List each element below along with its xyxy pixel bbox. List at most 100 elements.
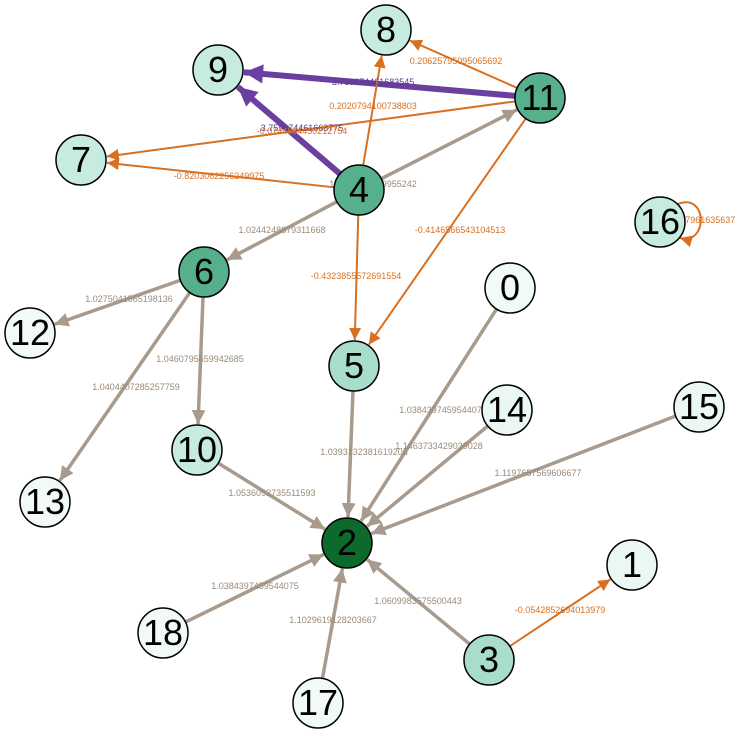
edge-4-5 — [349, 214, 362, 341]
edge-11-7 — [106, 100, 516, 161]
node-label-9: 9 — [208, 49, 228, 90]
edge-4-9 — [235, 84, 342, 177]
node-label-5: 5 — [344, 345, 364, 386]
edge-label-4-5: -0.4323855572691554 — [311, 271, 402, 281]
edge-3-1 — [509, 578, 611, 647]
edge-4-8 — [362, 55, 386, 166]
node-circle-3 — [463, 634, 515, 686]
node-label-15: 15 — [679, 386, 719, 427]
edge-label-10-2: 1.0536092735511593 — [229, 488, 316, 498]
node-15: 15 — [673, 381, 725, 433]
node-label-12: 12 — [10, 312, 50, 353]
node-0: 0 — [484, 262, 536, 314]
node-16: 16 — [634, 196, 686, 248]
node-circle-5 — [328, 340, 380, 392]
edge-label-16-16: 0.2487961635637 — [663, 215, 736, 225]
node-4: 4 — [333, 164, 385, 216]
edge-label-5-2: 1.0393132381619206 — [320, 447, 408, 457]
edge-15-2 — [370, 414, 677, 536]
edge-label-4-9: 3.759674461663775 — [261, 123, 344, 133]
node-circle-17 — [292, 677, 344, 729]
node-circle-6 — [178, 246, 230, 298]
edge-label-11-8: 0.20625795095065692 — [410, 56, 503, 66]
edge-11-8 — [409, 39, 518, 89]
edge-6-10 — [191, 296, 206, 425]
edge-4-6 — [226, 200, 338, 262]
node-10: 10 — [171, 424, 223, 476]
node-circle-10 — [171, 424, 223, 476]
node-circle-13 — [19, 476, 71, 528]
node-label-11: 11 — [521, 77, 558, 118]
edge-18-2 — [184, 552, 325, 624]
node-label-8: 8 — [376, 9, 396, 50]
node-circle-0 — [484, 262, 536, 314]
edge-6-12 — [53, 278, 181, 327]
edge-label-14-2: 1.1463733429039028 — [395, 441, 483, 451]
node-12: 12 — [4, 307, 56, 359]
node-circle-12 — [4, 307, 56, 359]
node-circle-1 — [606, 539, 658, 591]
edge-3-2 — [365, 558, 471, 646]
node-label-0: 0 — [500, 267, 520, 308]
node-label-17: 17 — [298, 682, 338, 723]
edge-label-0-2: 1.0384397459544075 — [399, 405, 487, 415]
node-label-13: 13 — [25, 481, 65, 522]
edge-11-5 — [368, 117, 527, 346]
node-circle-14 — [481, 384, 533, 436]
edge-label-3-1: -0.0542852694013979 — [515, 605, 606, 615]
node-circle-11 — [514, 72, 566, 124]
edge-label-6-13: 1.0404407285257759 — [92, 382, 180, 392]
edge-label-4-7: -0.8203062256249975 — [174, 171, 265, 181]
edge-14-2 — [365, 424, 489, 528]
edge-label-15-2: 1.1197657569606677 — [495, 468, 582, 478]
node-17: 17 — [292, 677, 344, 729]
node-circle-8 — [360, 4, 412, 56]
node-label-18: 18 — [143, 612, 183, 653]
node-3: 3 — [463, 634, 515, 686]
edge-label-11-7: 0.2020794100738803 — [329, 101, 417, 111]
node-label-7: 7 — [71, 139, 91, 180]
node-circle-18 — [137, 607, 189, 659]
node-11: 11 — [514, 72, 566, 124]
edge-label-17-2: 1.1029619128203667 — [289, 615, 377, 625]
edges-layer — [53, 39, 702, 679]
node-label-14: 14 — [487, 389, 527, 430]
edge-label-4-8: -0.0744834450212754 — [257, 126, 348, 136]
node-label-6: 6 — [194, 251, 214, 292]
edge-label-3-2: 1.0609983575500443 — [374, 596, 462, 606]
node-18: 18 — [137, 607, 189, 659]
edge-label-6-12: 1.0275041565198136 — [85, 294, 173, 304]
edge-labels-layer: 3.759674461683545 3.759674461663775 0.2062… — [85, 56, 735, 625]
edge-11-9 — [243, 64, 516, 99]
node-circle-16 — [634, 196, 686, 248]
node-label-2: 2 — [337, 522, 357, 563]
edge-4-11 — [380, 108, 518, 181]
node-label-4: 4 — [349, 169, 369, 210]
node-7: 7 — [55, 134, 107, 186]
edge-0-2 — [359, 308, 499, 523]
node-2: 2 — [321, 517, 373, 569]
edge-label-11-9: 3.759674461683545 — [332, 77, 415, 87]
node-label-1: 1 — [622, 544, 642, 585]
node-label-3: 3 — [479, 639, 499, 680]
node-5: 5 — [328, 340, 380, 392]
node-label-16: 16 — [640, 201, 680, 242]
node-circle-7 — [55, 134, 107, 186]
edge-label-4-6: 1.0244248879311668 — [239, 225, 326, 235]
edge-4-7 — [106, 158, 335, 189]
node-13: 13 — [19, 476, 71, 528]
node-14: 14 — [481, 384, 533, 436]
node-label-10: 10 — [177, 429, 217, 470]
edge-6-13 — [58, 291, 192, 482]
node-circle-9 — [192, 44, 244, 96]
edge-label-11-5: -0.4146566543104513 — [415, 225, 506, 235]
node-6: 6 — [178, 246, 230, 298]
node-1: 1 — [606, 539, 658, 591]
edge-label-6-10: 1.0460795659942685 — [156, 354, 244, 364]
edge-16-16 — [677, 201, 702, 248]
edge-label-18-2: 1.0384397459544075 — [211, 581, 299, 591]
edge-5-2 — [341, 390, 356, 518]
node-circle-15 — [673, 381, 725, 433]
